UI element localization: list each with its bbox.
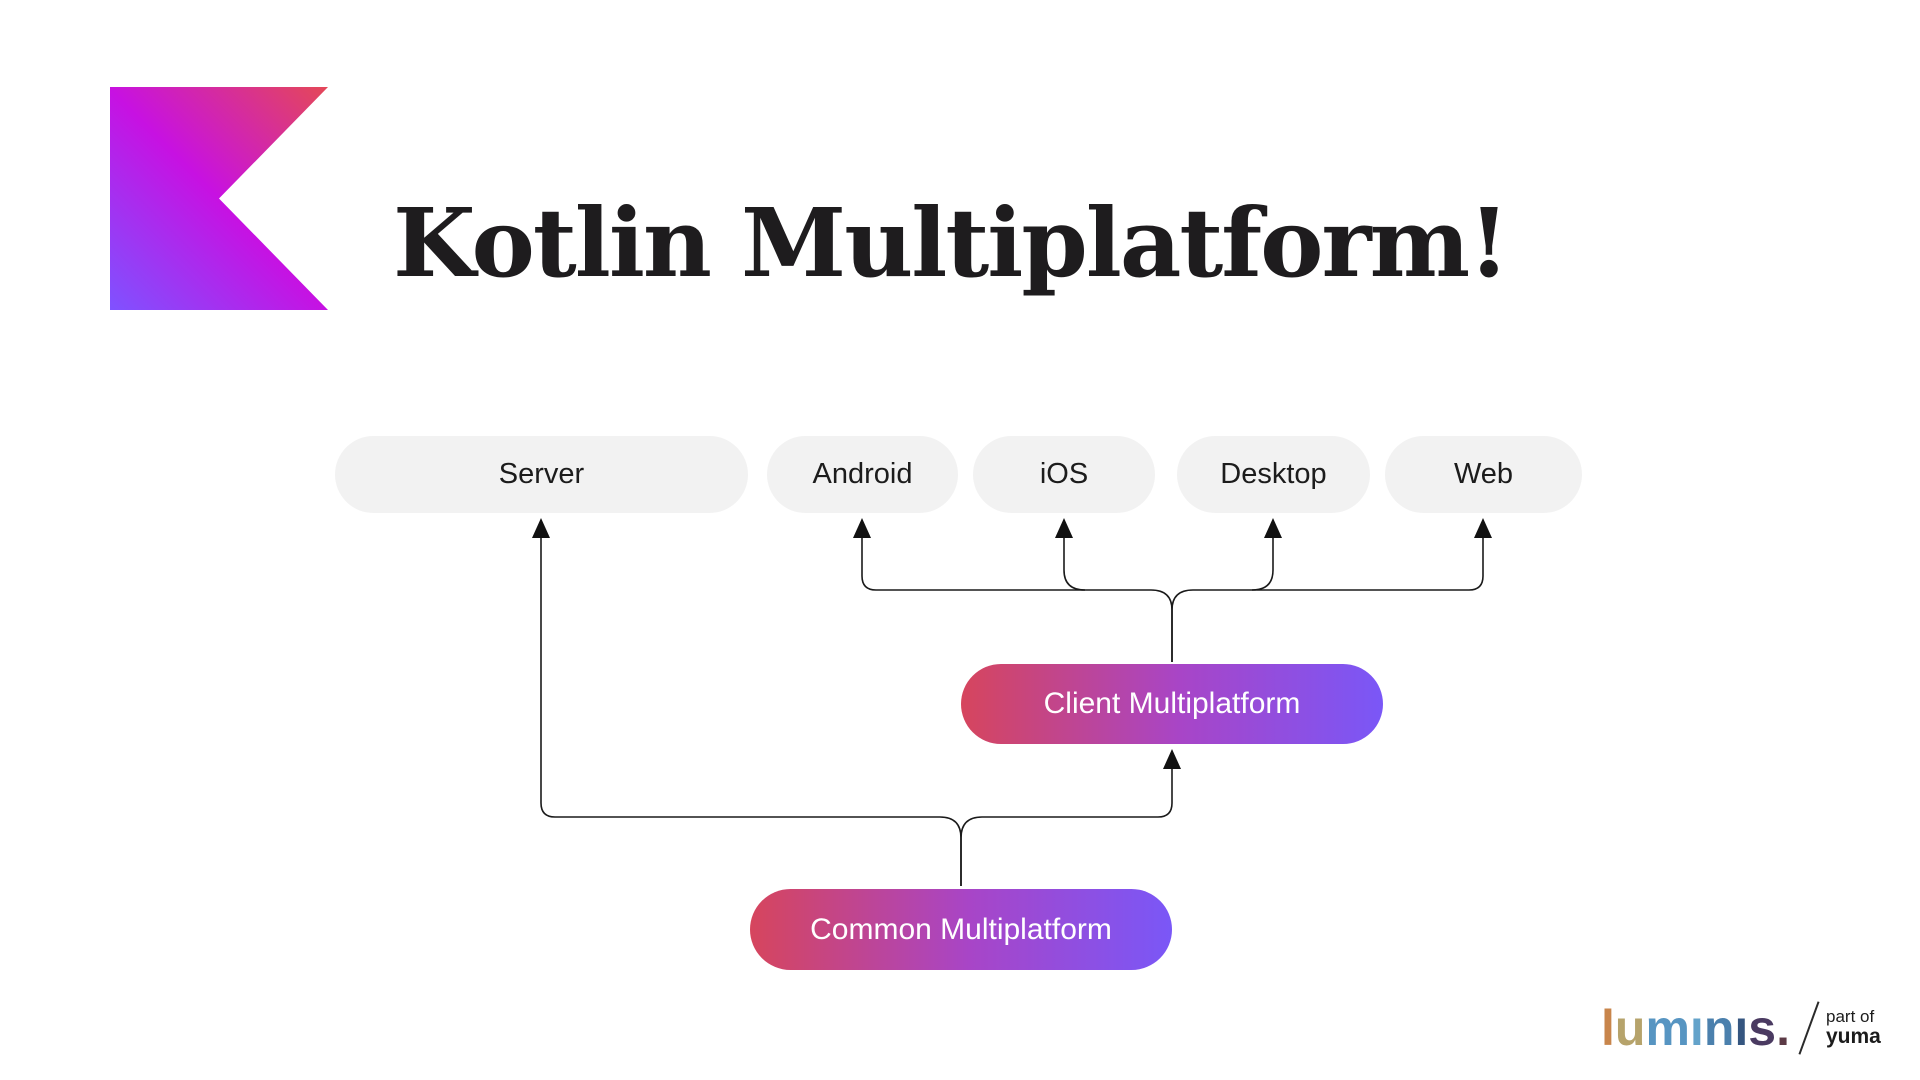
part-of-label: part of [1826,1007,1875,1027]
platform-pill-ios: iOS [973,436,1155,513]
edge-client-to-web [1171,536,1484,662]
arrowhead-ios [1055,518,1073,538]
platform-label: Web [1453,458,1514,490]
platform-label: Desktop [1220,458,1327,490]
edge-client-to-desktop [1251,536,1274,591]
arrowhead-desktop [1264,518,1282,538]
footer-brand: lumınıs. part of yuma [1601,999,1881,1057]
part-of-block: part of yuma [1826,1008,1881,1048]
platform-label: Server [498,458,585,490]
node-label: Common Multiplatform [810,912,1112,946]
edge-common-to-server [540,536,962,886]
platform-pill-server: Server [335,436,748,513]
platform-pill-android: Android [767,436,958,513]
arrowhead-web [1474,518,1492,538]
page-title: Kotlin Multiplatform! [393,187,1510,299]
platform-pill-web: Web [1385,436,1582,513]
arrowhead-android [853,518,871,538]
luminis-wordmark: lumınıs. [1601,1000,1790,1056]
edge-common-to-client [960,766,1173,886]
edge-client-to-android [861,536,1173,662]
edge-client-to-ios [1063,536,1086,591]
node-label: Client Multiplatform [1043,687,1301,720]
arrowhead-client [1163,749,1181,769]
yuma-label: yuma [1826,1024,1881,1048]
slash-divider-icon [1798,1001,1820,1055]
platform-pill-desktop: Desktop [1177,436,1370,513]
platform-label: iOS [1039,458,1089,490]
common-multiplatform-node: Common Multiplatform [750,889,1172,970]
client-multiplatform-node: Client Multiplatform [961,664,1383,744]
platform-label: Android [812,458,913,490]
arrowhead-server [532,518,550,538]
